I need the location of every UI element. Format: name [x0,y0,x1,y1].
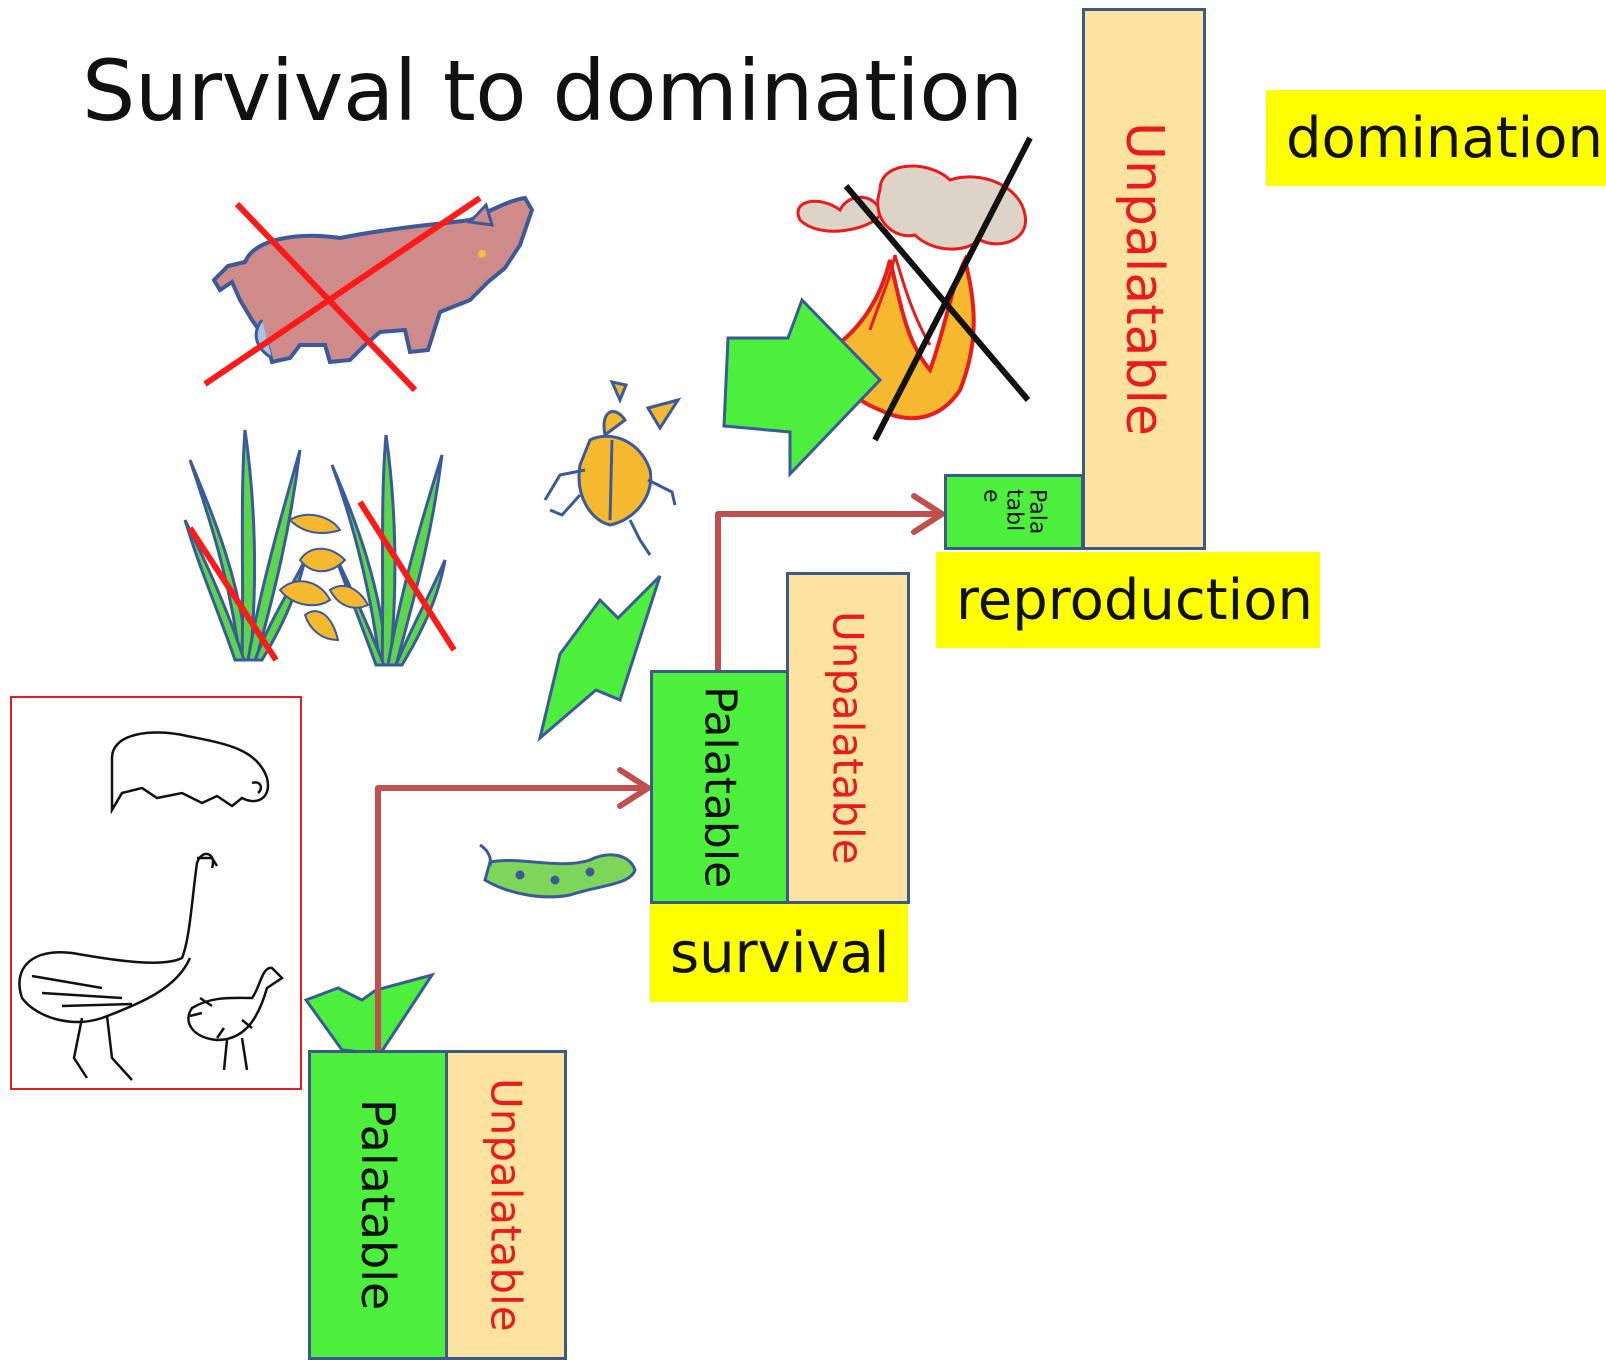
top-unpalatable-box: Unpalatable [1082,8,1206,550]
rhino-icon [214,198,532,362]
green-arrow-icon [540,576,660,738]
top-palatable-label: Pala tabl e [979,489,1048,534]
reproduction-label-text: reproduction [956,568,1313,633]
bottom-unpalatable-box: Unpalatable [445,1050,567,1360]
connector-arrow [378,770,648,1052]
top-palatable-line: e [979,489,1002,534]
moa-birds-icon [12,698,302,1088]
survival-label-text: survival [670,921,889,986]
bottom-unpalatable-label: Unpalatable [482,1078,531,1332]
middle-unpalatable-label: Unpalatable [824,611,873,865]
top-palatable-box: Pala tabl e [944,474,1084,550]
survival-label: survival [650,904,908,1002]
bottom-palatable-label: Palatable [351,1099,405,1310]
domination-label-text: domination [1286,106,1603,171]
green-arrow-icon [306,975,432,1054]
domination-label: domination [1266,90,1606,186]
reproduction-label: reproduction [936,552,1320,648]
middle-unpalatable-box: Unpalatable [786,572,910,904]
bottom-palatable-box: Palatable [308,1050,448,1360]
predators-image [10,696,302,1090]
middle-palatable-box: Palatable [650,670,790,904]
top-palatable-line: tabl [1002,489,1025,534]
beetle-icon [545,382,678,555]
top-palatable-line: Pala [1026,489,1049,534]
caterpillar-icon [480,845,635,897]
top-unpalatable-label: Unpalatable [1114,122,1174,436]
middle-palatable-label: Palatable [695,686,746,888]
